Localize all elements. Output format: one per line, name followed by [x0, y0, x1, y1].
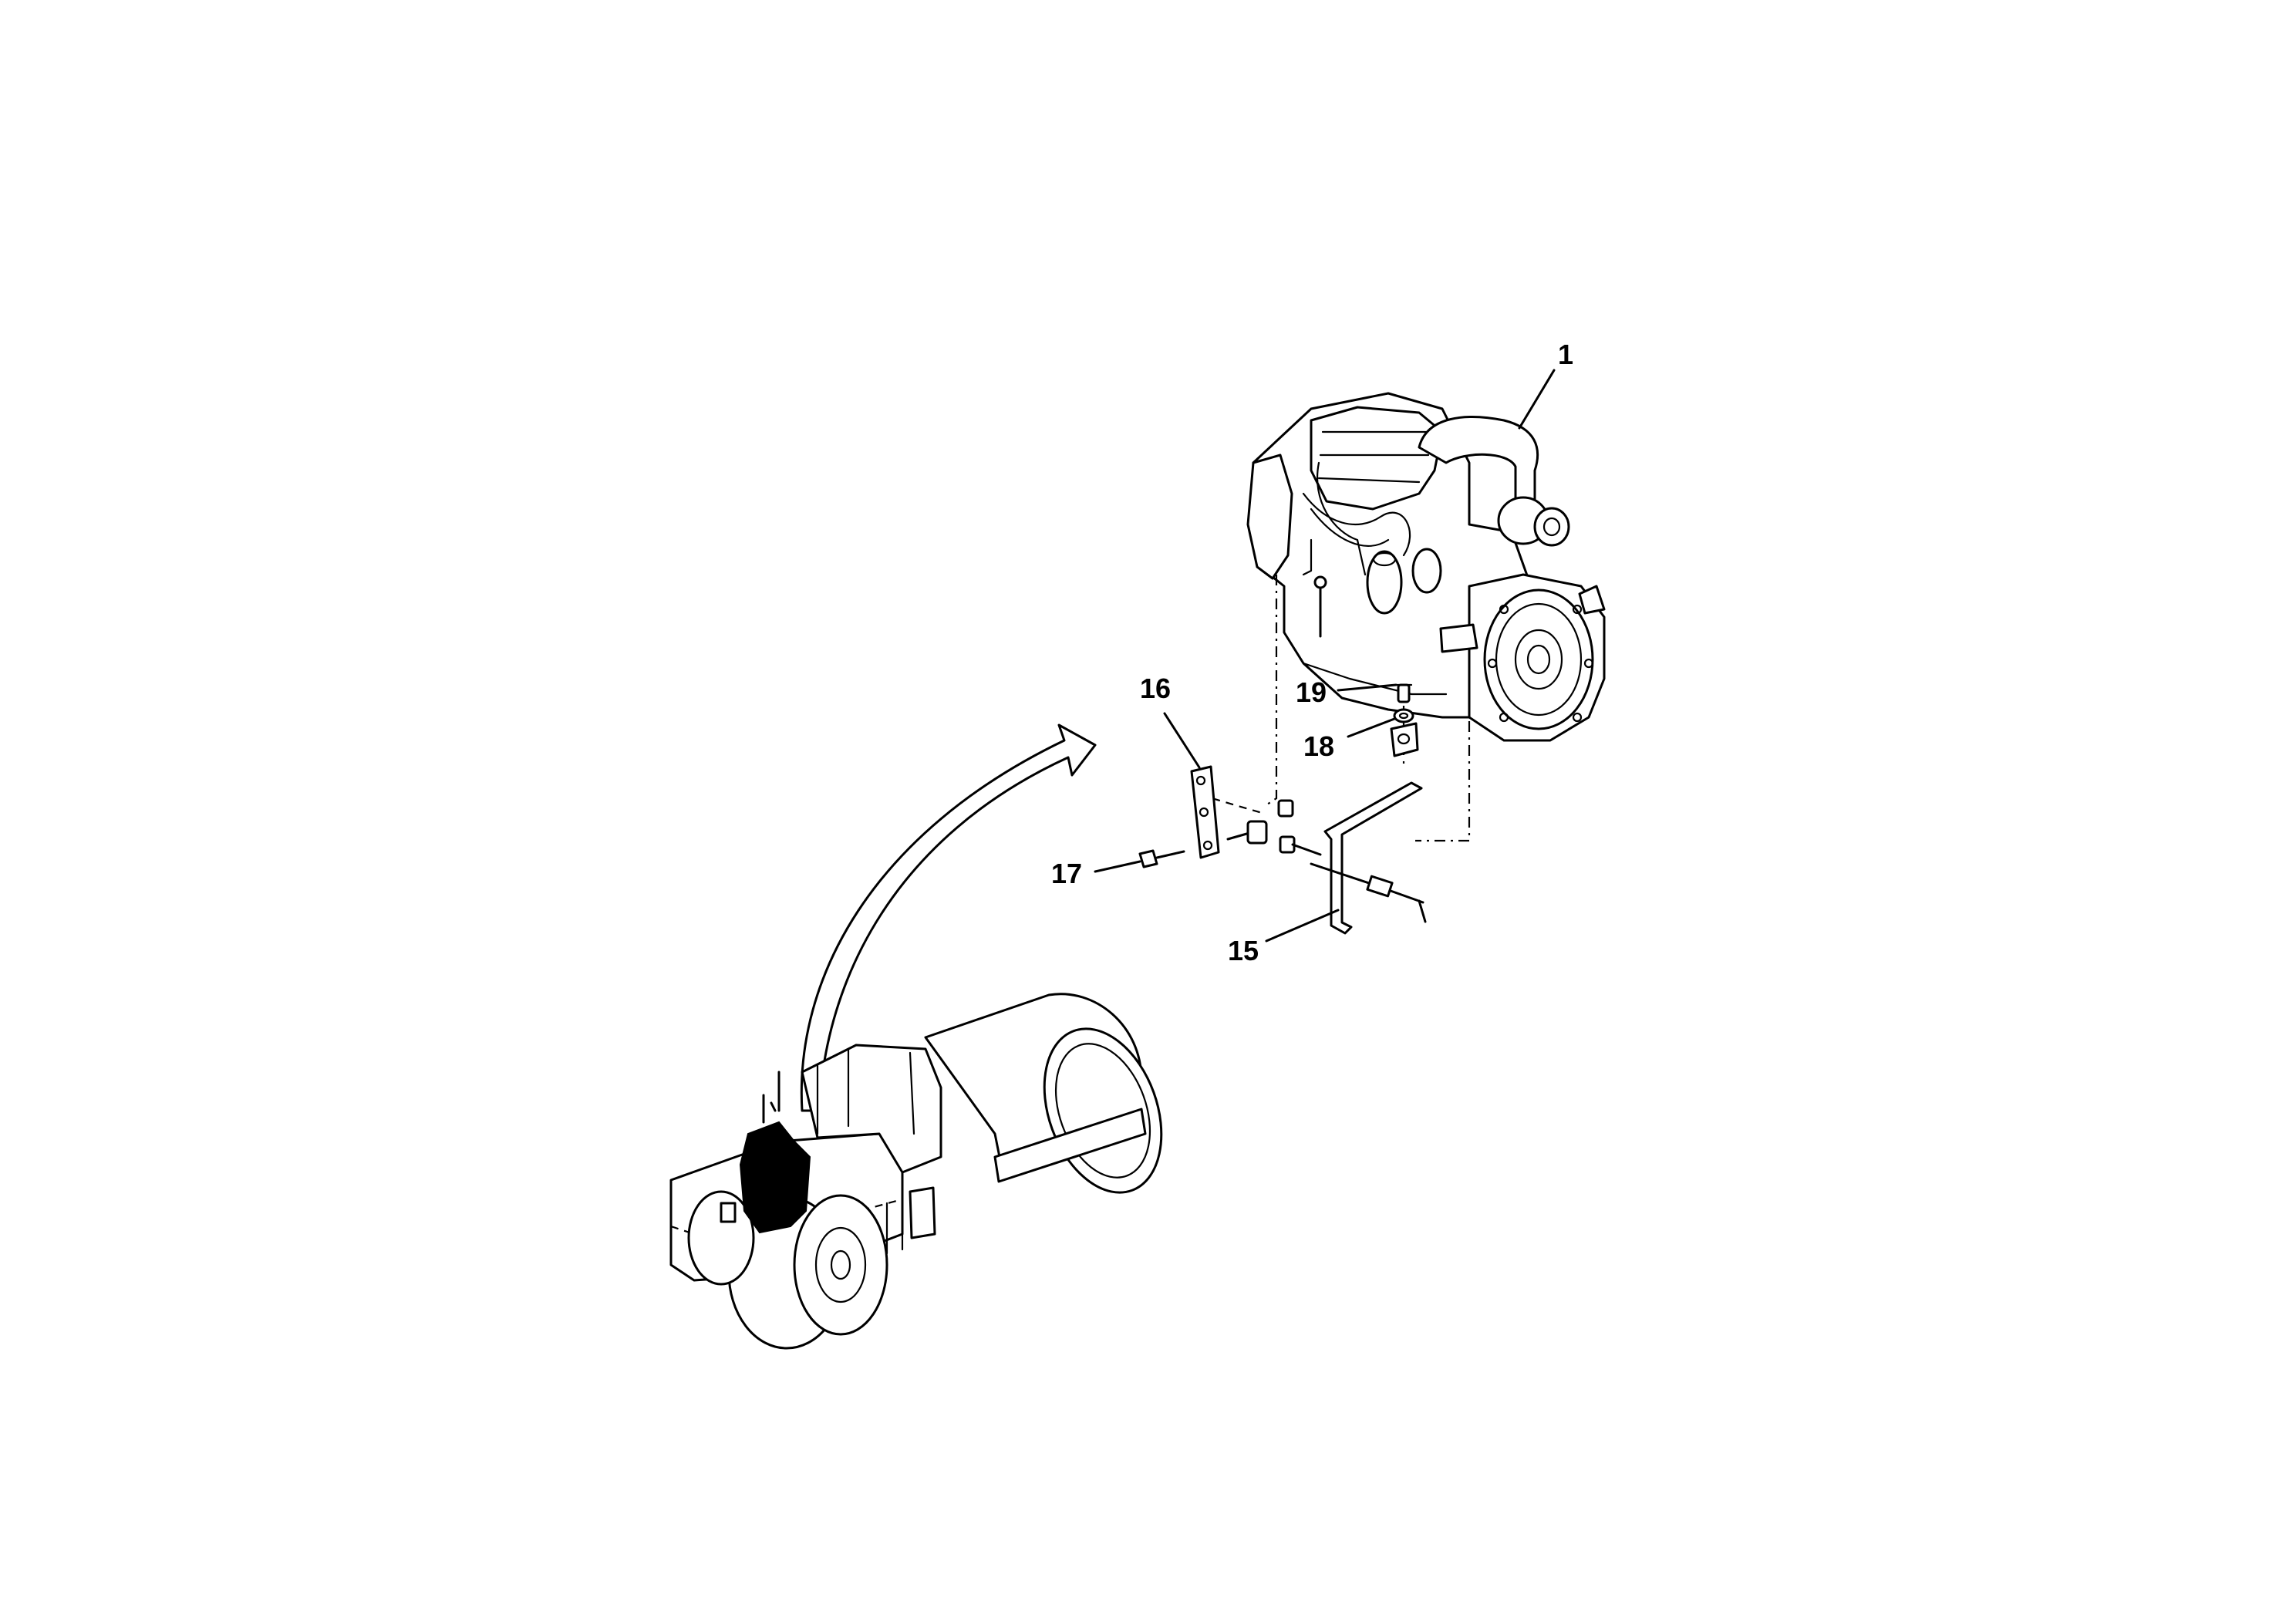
callout-1: 1 — [1518, 339, 1573, 430]
cable-connector — [1310, 862, 1427, 923]
callout-label-1: 1 — [1558, 339, 1573, 370]
callout-16: 16 — [1140, 673, 1201, 769]
mount-block — [1390, 722, 1419, 757]
callout-label-16: 16 — [1140, 673, 1171, 704]
location-arrow-icon — [800, 723, 1097, 1112]
fastener-hardware — [1226, 799, 1322, 856]
callout-19: 19 — [1296, 676, 1397, 708]
engine-assembly — [1246, 392, 1606, 742]
callout-label-18: 18 — [1303, 730, 1334, 762]
roller-compactor-icon — [669, 993, 1163, 1350]
callout-label-19: 19 — [1296, 676, 1327, 708]
callout-15: 15 — [1228, 909, 1340, 966]
part-15-support-bracket — [1323, 781, 1423, 935]
callout-label-15: 15 — [1228, 935, 1259, 966]
part-17-bolt — [1138, 849, 1185, 868]
part-18-washer — [1393, 708, 1414, 723]
callout-17: 17 — [1051, 858, 1141, 889]
callout-18: 18 — [1303, 717, 1396, 762]
part-16-plate — [1190, 765, 1220, 859]
part-19-bolt — [1394, 683, 1413, 703]
callout-label-17: 17 — [1051, 858, 1082, 889]
